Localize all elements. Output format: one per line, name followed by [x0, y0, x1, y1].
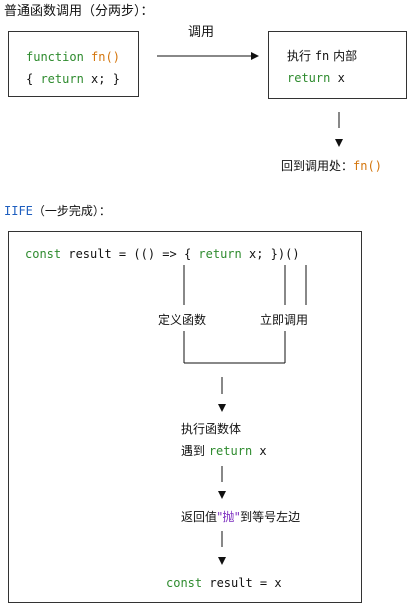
call-arrow-label-text: 调用	[188, 25, 215, 40]
step-return-value-text: 返回值	[181, 510, 218, 524]
define-function-label: 定义函数	[158, 312, 206, 328]
normal-call-heading-text: 普通函数调用（分两步）：	[4, 4, 154, 19]
iife-code-line: const result = (() => { return x; })()	[25, 246, 300, 262]
function-name: fn()	[91, 50, 120, 64]
step-to-left-text: 到等号左边	[240, 510, 301, 524]
normal-call-heading: 普通函数调用（分两步）：	[4, 4, 154, 20]
step-meet-text: 遇到	[181, 444, 209, 458]
return-expression: x; }	[83, 72, 120, 86]
iife-return-keyword: return	[198, 247, 242, 261]
iife-heading-rest: （一步完成）：	[32, 204, 111, 218]
step-return-keyword: return	[208, 444, 253, 458]
iife-heading: IIFE（一步完成）：	[4, 203, 111, 219]
step-meet-return: 遇到 return x	[181, 443, 267, 459]
function-keyword: function	[26, 50, 84, 64]
function-definition-box: function fn() { return x; }	[8, 31, 139, 97]
iife-box: const result = (() => { return x; })() 定…	[8, 231, 362, 603]
box2-return-keyword: return	[287, 71, 331, 85]
final-assignment-expression: result = x	[202, 576, 282, 590]
step-execute-body: 执行函数体	[181, 421, 241, 437]
iife-code-middle: result = (() => {	[61, 247, 199, 261]
execute-inside-text: 内部	[329, 49, 358, 63]
step-throw-quote: "抛"	[217, 510, 241, 524]
execute-body-box: 执行 fn 内部 return x	[268, 31, 407, 99]
step-return-throw: 返回值"抛"到等号左边	[181, 509, 300, 525]
final-assignment: const result = x	[166, 575, 282, 591]
step-execute-body-text: 执行函数体	[181, 422, 242, 436]
execute-body-line2: return x	[287, 70, 345, 86]
return-down-arrowhead	[335, 139, 343, 147]
function-definition-line2: { return x; }	[26, 71, 120, 87]
iife-const-keyword: const	[25, 247, 62, 261]
invoke-immediately-label: 立即调用	[260, 312, 308, 328]
iife-code-end: x; })()	[241, 247, 300, 261]
return-to-caller-fn: fn()	[353, 159, 382, 173]
function-definition-line1: function fn()	[26, 49, 120, 65]
flow-arrowhead-1	[218, 404, 226, 412]
execute-text: 执行	[287, 49, 315, 63]
execute-body-line1: 执行 fn 内部	[287, 48, 357, 64]
flow-arrowhead-3	[218, 557, 226, 565]
flow-arrowhead-2	[218, 491, 226, 499]
return-keyword: return	[40, 72, 84, 86]
define-function-text: 定义函数	[158, 313, 207, 327]
return-to-caller-label: 回到调用处：fn()	[281, 158, 382, 174]
execute-fn-name: fn	[314, 49, 330, 63]
invoke-immediately-text: 立即调用	[260, 313, 309, 327]
final-const-keyword: const	[166, 576, 203, 590]
step-return-value: x	[252, 444, 267, 458]
iife-acronym: IIFE	[4, 204, 33, 218]
brace-open: {	[26, 72, 41, 86]
return-to-caller-text: 回到调用处：	[281, 159, 354, 173]
box2-return-value: x	[330, 71, 345, 85]
call-arrow-label: 调用	[188, 25, 214, 41]
